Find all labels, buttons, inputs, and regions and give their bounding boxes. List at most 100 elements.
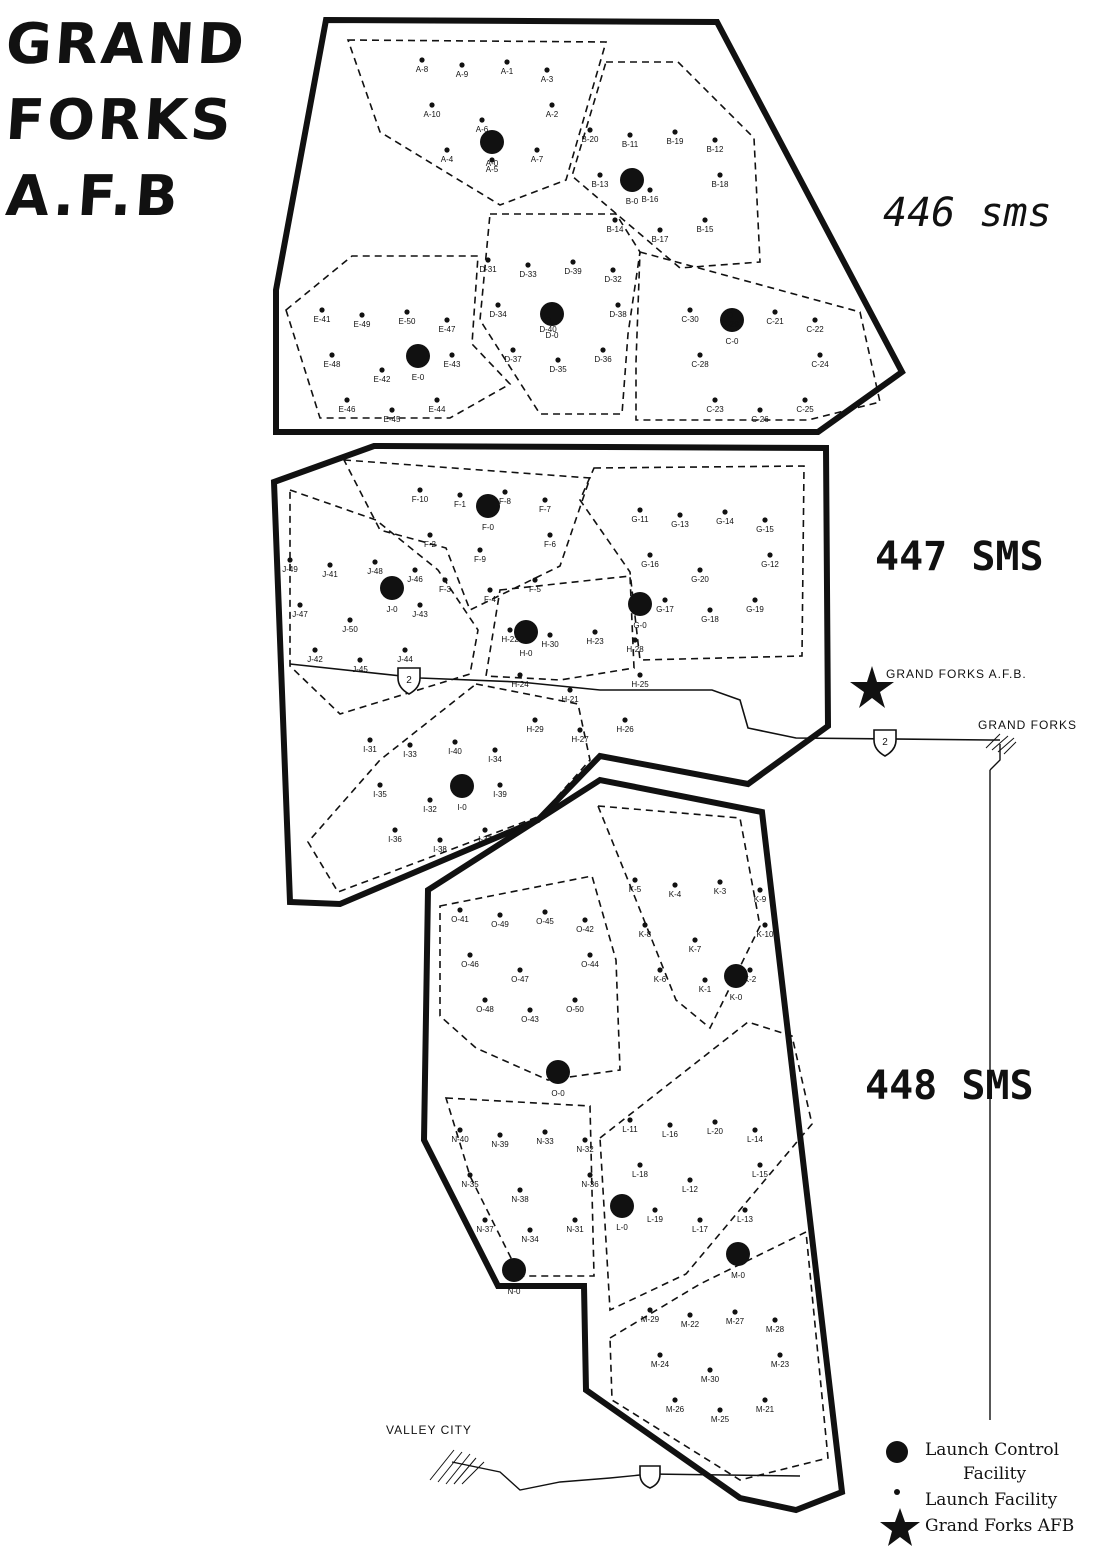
lf-label-n-31: N-31 — [566, 1225, 584, 1234]
lf-n-38 — [517, 1187, 523, 1193]
lf-label-h-25: H-25 — [631, 680, 649, 689]
lf-k-3 — [717, 879, 723, 885]
lf-label-l-17: L-17 — [692, 1225, 709, 1234]
flight-i-boundary — [307, 683, 591, 893]
lf-label-i-34: I-34 — [488, 755, 502, 764]
lf-g-18 — [707, 607, 713, 613]
lf-b-19 — [672, 129, 678, 135]
lf-label-l-12: L-12 — [682, 1185, 699, 1194]
lf-c-23 — [712, 397, 718, 403]
lf-e-48 — [329, 352, 335, 358]
lf-label-i-38: I-38 — [433, 845, 447, 854]
lf-g-12 — [767, 552, 773, 558]
lf-e-50 — [404, 309, 410, 315]
lf-e-49 — [359, 312, 365, 318]
lf-label-c-21: C-21 — [766, 317, 784, 326]
lcf-g-0 — [628, 592, 652, 616]
lf-o-48 — [482, 997, 488, 1003]
lcf-a-0 — [480, 130, 504, 154]
lf-label-o-44: O-44 — [581, 960, 599, 969]
lf-label-f-7: F-7 — [539, 505, 552, 514]
flight-b-boundary — [571, 61, 761, 269]
highway-2-road — [289, 663, 1000, 741]
lf-b-13 — [597, 172, 603, 178]
lf-label-h-21: H-21 — [561, 695, 579, 704]
lf-d-31 — [485, 257, 491, 263]
lcf-m-0 — [726, 1242, 750, 1266]
lf-d-39 — [570, 259, 576, 265]
lf-g-19 — [752, 597, 758, 603]
lf-label-b-13: B-13 — [592, 180, 609, 189]
lf-k-5 — [632, 877, 638, 883]
lf-label-a-10: A-10 — [424, 110, 441, 119]
lf-n-39 — [497, 1132, 503, 1138]
lf-label-g-20: G-20 — [691, 575, 709, 584]
lf-n-32 — [582, 1137, 588, 1143]
lf-label-f-3: F-3 — [439, 585, 452, 594]
lf-label-j-47: J-47 — [292, 610, 308, 619]
lf-n-36 — [587, 1172, 593, 1178]
lf-a-3 — [544, 67, 550, 73]
lf-f-2 — [427, 532, 433, 538]
lf-o-50 — [572, 997, 578, 1003]
lf-a-2 — [549, 102, 555, 108]
lf-label-j-41: J-41 — [322, 570, 338, 579]
city-connector — [989, 744, 1001, 771]
lf-label-l-14: L-14 — [747, 1135, 764, 1144]
flight-a-boundary — [346, 39, 608, 206]
lf-label-g-13: G-13 — [671, 520, 689, 529]
lcf-f-0 — [476, 494, 500, 518]
lf-f-5 — [532, 577, 538, 583]
lf-label-d-33: D-33 — [519, 270, 537, 279]
lf-label-m-25: M-25 — [711, 1415, 730, 1424]
lf-n-35 — [467, 1172, 473, 1178]
lf-k-9 — [757, 887, 763, 893]
lf-i-33 — [407, 742, 413, 748]
highway-2-shield: 2 — [397, 667, 421, 695]
lf-m-30 — [707, 1367, 713, 1373]
lf-d-33 — [525, 262, 531, 268]
lf-label-l-16: L-16 — [662, 1130, 679, 1139]
lf-label-f-6: F-6 — [544, 540, 557, 549]
lf-l-11 — [627, 1117, 633, 1123]
lf-label-a-6: A-6 — [476, 125, 489, 134]
lf-k-2 — [747, 967, 753, 973]
lf-label-c-25: C-25 — [796, 405, 814, 414]
lf-h-21 — [567, 687, 573, 693]
lf-l-18 — [637, 1162, 643, 1168]
lf-i-32 — [427, 797, 433, 803]
lf-j-50 — [347, 617, 353, 623]
lf-j-43 — [417, 602, 423, 608]
lf-label-a-2: A-2 — [546, 110, 559, 119]
lf-label-e-47: E-47 — [439, 325, 456, 334]
lf-label-k-2: K-2 — [744, 975, 757, 984]
legend-lf-symbol — [894, 1489, 900, 1495]
lf-label-o-47: O-47 — [511, 975, 529, 984]
grand-forks-afb-label: GRAND FORKS A.F.B. — [886, 667, 1027, 681]
lf-label-l-11: L-11 — [622, 1125, 638, 1134]
lf-label-b-18: B-18 — [712, 180, 729, 189]
lf-k-6 — [657, 967, 663, 973]
lf-label-j-48: J-48 — [367, 567, 383, 576]
lf-a-6 — [479, 117, 485, 123]
lf-label-i-33: I-33 — [403, 750, 417, 759]
lcf-label-e-0: E-0 — [412, 373, 425, 382]
lf-label-n-37: N-37 — [476, 1225, 494, 1234]
lf-l-17 — [697, 1217, 703, 1223]
lf-label-c-22: C-22 — [806, 325, 824, 334]
lf-e-43 — [449, 352, 455, 358]
lcf-label-g-0: G-0 — [633, 621, 647, 630]
lf-label-b-19: B-19 — [667, 137, 684, 146]
lf-d-37 — [510, 347, 516, 353]
lf-label-c-23: C-23 — [706, 405, 724, 414]
lcf-l-0 — [610, 1194, 634, 1218]
valley-shield — [639, 1465, 661, 1489]
lf-label-b-12: B-12 — [707, 145, 724, 154]
flight-c-boundary — [635, 250, 881, 421]
lf-label-l-20: L-20 — [707, 1127, 724, 1136]
lf-f-1 — [457, 492, 463, 498]
squadron-446-label: 446 sms — [883, 190, 1052, 236]
lcf-label-m-0: M-0 — [731, 1271, 745, 1280]
lf-label-a-4: A-4 — [441, 155, 454, 164]
